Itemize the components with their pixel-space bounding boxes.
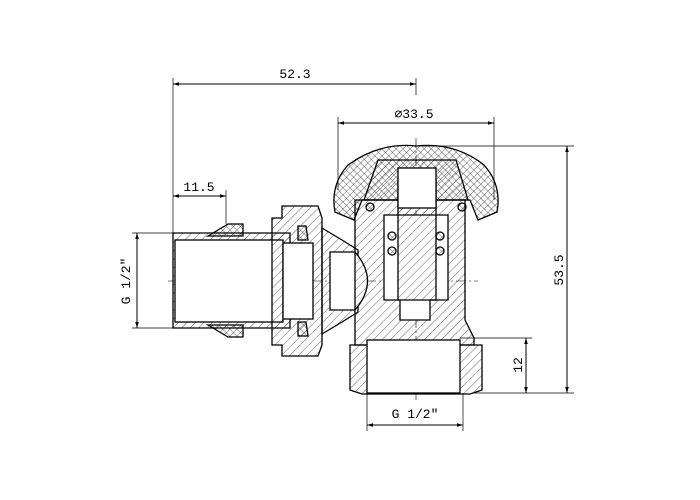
o-ring-union-top (297, 225, 309, 241)
o-ring-union-bottom (297, 321, 309, 337)
o-ring (435, 231, 445, 241)
dimension-inlet-thread: G 1/2" (119, 232, 173, 329)
tailpiece-bore (174, 239, 284, 323)
dimension-overall-height: 53.5 (416, 145, 574, 394)
o-ring (387, 246, 397, 256)
dimension-label-33-5: ⌀33.5 (394, 107, 433, 122)
dimension-label-52-3: 52.3 (279, 67, 310, 82)
o-ring (387, 231, 397, 241)
dimension-label-12: 12 (511, 357, 526, 373)
seal-ring-bottom (205, 324, 244, 338)
dimension-label-inlet-g-1-2: G 1/2" (119, 258, 134, 305)
dimension-tail-length: 11.5 (173, 180, 227, 224)
o-ring (435, 246, 445, 256)
o-ring-cap (365, 202, 375, 212)
dimension-label-53-5: 53.5 (552, 254, 567, 285)
seal-ring-top (205, 223, 244, 237)
spindle-socket (397, 167, 437, 209)
union-bore (282, 242, 314, 320)
dimension-label-outlet-g-1-2: G 1/2" (392, 407, 439, 422)
valve-body (172, 144, 499, 395)
dimension-cap-diameter: ⌀33.5 (337, 107, 495, 200)
dimension-thread-depth: 12 (460, 337, 532, 393)
outlet-bore (366, 339, 461, 394)
dimension-outlet-thread: G 1/2" (366, 393, 464, 431)
o-ring-cap (457, 202, 467, 212)
dimension-label-11-5: 11.5 (183, 180, 214, 195)
dimension-overall-length: 52.3 (172, 67, 417, 233)
